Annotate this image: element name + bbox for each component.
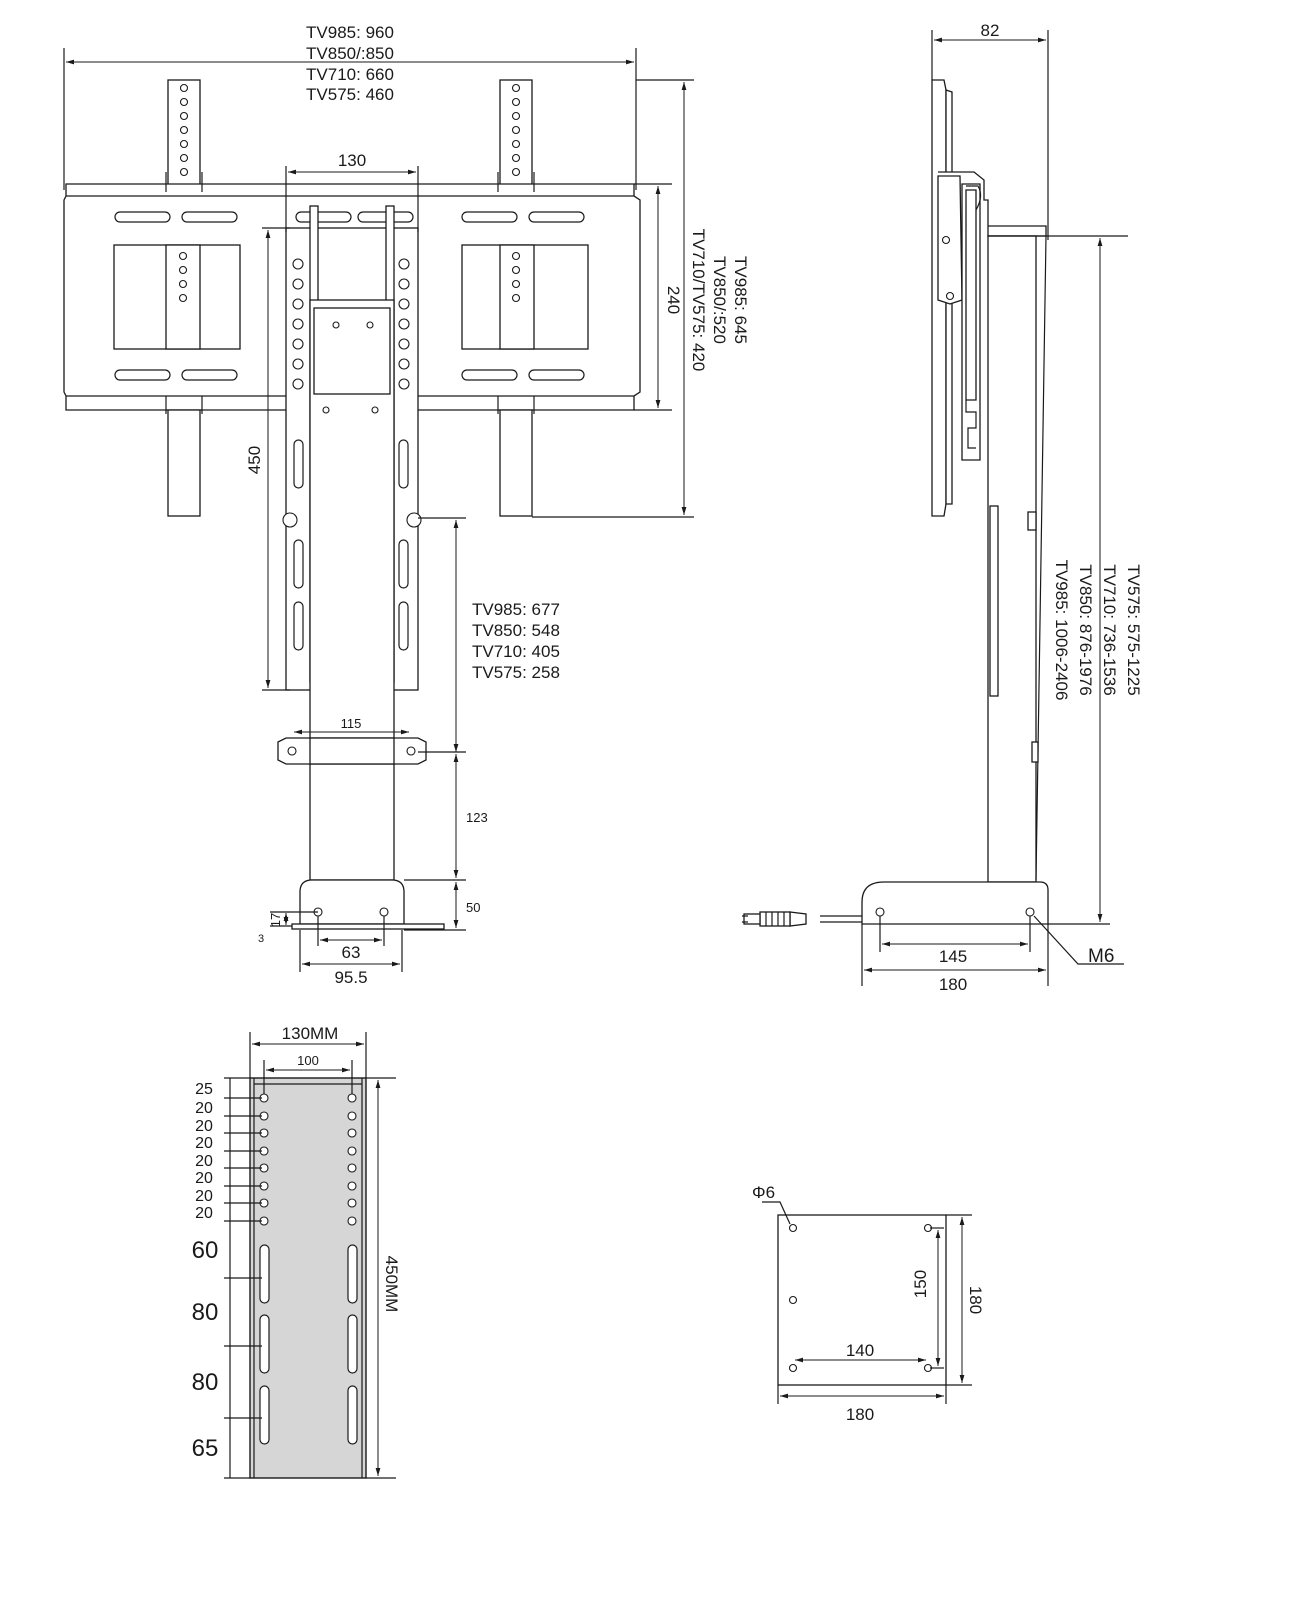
column-head-plate	[313, 307, 391, 395]
dim-145-label: 145	[939, 947, 967, 966]
dim-95-label: 95.5	[334, 968, 367, 987]
travel-label-2: TV850: 548	[472, 621, 560, 640]
power-cable	[820, 915, 862, 923]
pitch-labels: 25 20 20 20 20 20 20 20	[195, 1081, 213, 1222]
pitch-label-2: 20	[195, 1100, 213, 1117]
dim-3-label: 3	[258, 933, 264, 945]
left-arm-holes	[179, 83, 189, 177]
front-base-housing	[299, 879, 405, 925]
tv-height-label-1: TV985: 645	[731, 256, 750, 344]
dim-130mm-label: 130MM	[282, 1024, 339, 1043]
bracket-slots	[293, 439, 409, 651]
dim-50-label: 50	[466, 900, 480, 915]
dim-140-label: 140	[846, 1341, 874, 1360]
dim-115-label: 115	[341, 716, 362, 731]
dim-100-label: 100	[297, 1053, 319, 1068]
dim-side-180-label: 180	[939, 975, 967, 994]
slot-label-3: 80	[192, 1369, 219, 1396]
right-arm-holes	[511, 83, 521, 177]
dim-plate-180-h-label: 180	[846, 1405, 874, 1424]
tv-height-label-3: TV710/TV575: 420	[689, 229, 708, 372]
width-label-3: TV710: 660	[306, 65, 394, 84]
slot-labels: 60 80 80 65	[192, 1237, 219, 1462]
front-view: TV985: 960 TV850/:850 TV710: 660 TV575: …	[63, 23, 750, 987]
base-plate-detail: Φ6 150 180 140 180	[752, 1183, 985, 1424]
pitch-label-8: 20	[195, 1205, 213, 1222]
dim-130-label: 130	[338, 151, 366, 170]
pitch-label-7: 20	[195, 1188, 213, 1205]
dim-17-label: 17	[268, 913, 283, 927]
side-height-labels: TV575: 575-1225 TV710: 736-1536 TV850: 8…	[1052, 560, 1143, 701]
travel-label-3: TV710: 405	[472, 642, 560, 661]
column-holes	[259, 1093, 357, 1226]
phi6-label: Φ6	[752, 1183, 775, 1202]
slot-label-4: 65	[192, 1435, 219, 1462]
left-lower-arm	[167, 409, 201, 517]
width-label-1: TV985: 960	[306, 23, 394, 42]
dim-450mm-label: 450MM	[382, 1256, 401, 1313]
side-height-label-1: TV575: 575-1225	[1124, 564, 1143, 695]
front-width-labels: TV985: 960 TV850/:850 TV710: 660 TV575: …	[306, 23, 394, 104]
bracket-holes	[292, 258, 410, 390]
pitch-label-3: 20	[195, 1118, 213, 1135]
slot-label-2: 80	[192, 1299, 219, 1326]
side-height-label-3: TV850: 876-1976	[1076, 564, 1095, 695]
width-label-2: TV850/:850	[306, 44, 394, 63]
front-base-plate	[291, 923, 445, 930]
dim-123-label: 123	[466, 810, 488, 825]
window-arm-holes	[178, 251, 521, 303]
right-lower-arm	[499, 409, 533, 517]
tv-height-labels: TV985: 645 TV850/:520 TV710/TV575: 420	[689, 229, 750, 372]
power-plug	[789, 911, 807, 927]
side-base	[861, 881, 1049, 925]
side-height-label-4: TV985: 1006-2406	[1052, 560, 1071, 701]
travel-labels: TV985: 677 TV850: 548 TV710: 405 TV575: …	[472, 600, 560, 682]
m6-label: M6	[1088, 946, 1114, 967]
side-view: 82 TV575: 575-1225 TV710:	[742, 21, 1143, 994]
travel-label-4: TV575: 258	[472, 663, 560, 682]
column-detail: 130MM 100 25 20 20	[192, 1024, 401, 1479]
slot-label-1: 60	[192, 1237, 219, 1264]
pitch-label-1: 25	[195, 1081, 213, 1098]
width-label-4: TV575: 460	[306, 85, 394, 104]
dim-63-label: 63	[342, 943, 361, 962]
tv-height-label-2: TV850/:520	[710, 256, 729, 344]
pitch-label-4: 20	[195, 1135, 213, 1152]
pitch-label-6: 20	[195, 1170, 213, 1187]
m6-leader	[1033, 915, 1124, 965]
base-plate	[777, 1214, 947, 1386]
dim-plate-180-v-label: 180	[966, 1286, 985, 1314]
column-slots	[259, 1244, 358, 1445]
dim-150-label: 150	[911, 1270, 930, 1298]
pitch-label-5: 20	[195, 1153, 213, 1170]
dim-82-label: 82	[981, 21, 1000, 40]
dim-240-label: 240	[664, 286, 683, 314]
phi6-leader	[762, 1201, 791, 1225]
lift-column-body	[309, 299, 395, 881]
travel-label-1: TV985: 677	[472, 600, 560, 619]
dim-450-label: 450	[245, 446, 264, 474]
side-height-label-2: TV710: 736-1536	[1100, 564, 1119, 695]
